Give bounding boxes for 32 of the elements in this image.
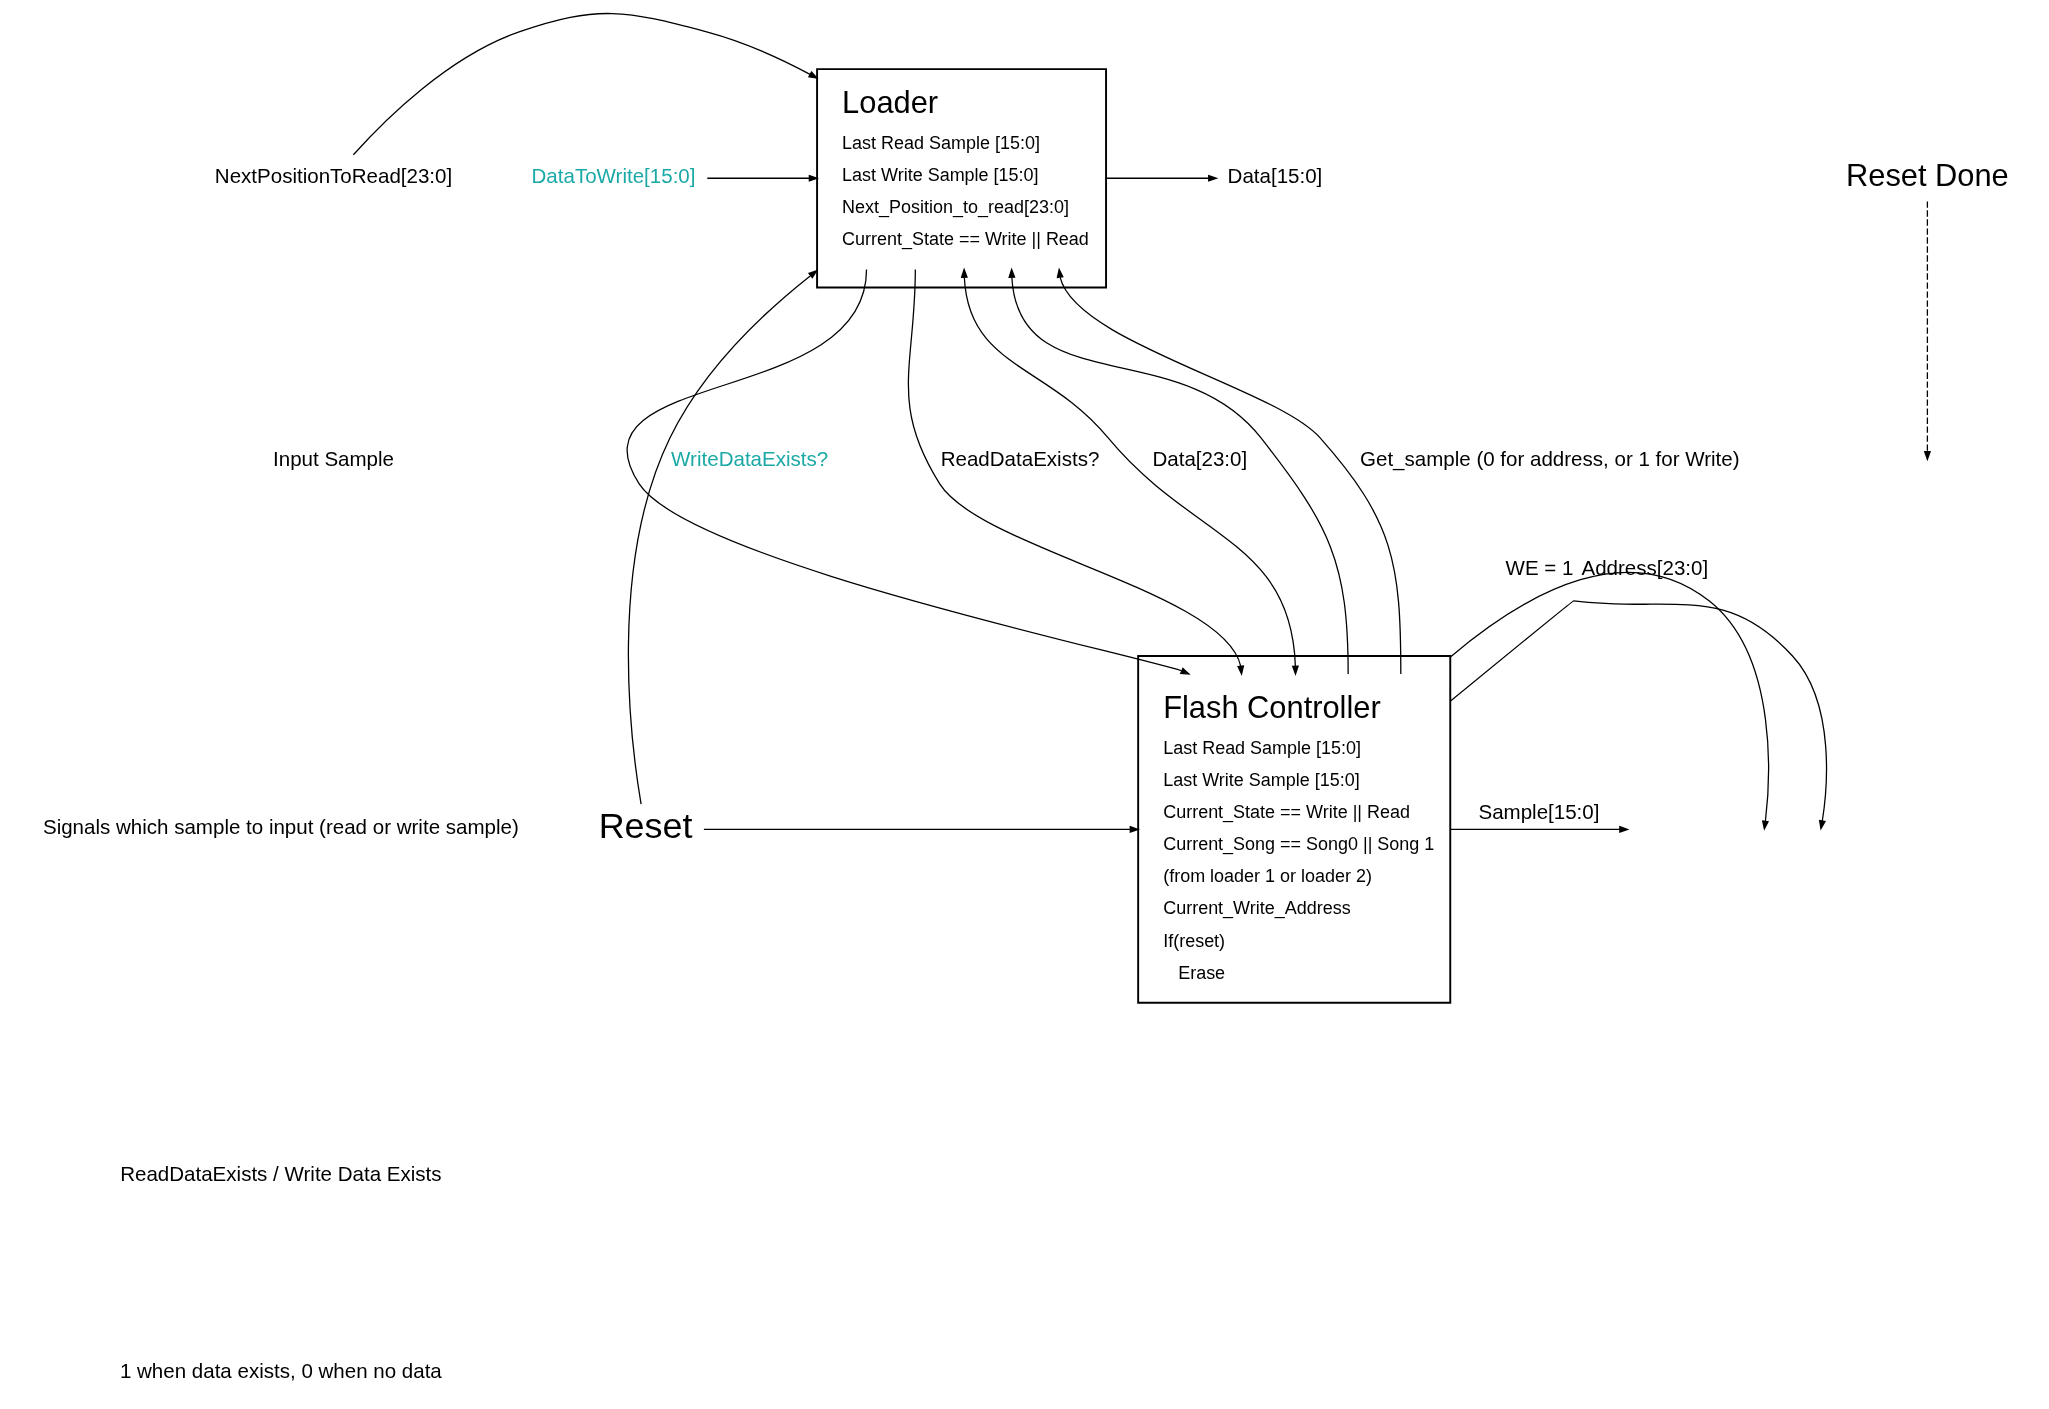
arrow: [1056, 267, 1402, 675]
arrow: [627, 269, 819, 805]
arrow: [1106, 174, 1219, 182]
edge-label: Get_sample (0 for address, or 1 for Write): [1360, 446, 1740, 470]
arrow: [703, 825, 1140, 834]
arrow: [706, 174, 819, 182]
edge-label: Data[23:0]: [1152, 446, 1248, 470]
arrow: [1008, 267, 1349, 675]
edge-label: Sample[15:0]: [1478, 799, 1600, 823]
arrow: [352, 12, 819, 156]
node-box: Loader Last Read Sample [15:0] Last Write Sample [15:0] Next_Position_to_read[23:0] Current_State == Write || Read: [816, 68, 1108, 289]
edge-label: ReadDataExists?: [940, 446, 1100, 470]
label: 1 when data exists, 0 when no data: [119, 1358, 442, 1382]
label: Input Sample: [273, 446, 395, 470]
edge-label: WriteDataExists?: [671, 446, 829, 470]
node-text: DataToWrite[15:0]: [531, 164, 696, 188]
node-text: Data[15:0]: [1227, 164, 1323, 188]
arrow: [627, 268, 1191, 675]
arrow: [1449, 571, 1770, 831]
label: ReadDataExists / Write Data Exists: [120, 1162, 442, 1186]
arrow: [1449, 825, 1630, 834]
node-text: Reset: [598, 805, 693, 847]
arrow: [907, 268, 1245, 676]
edge-label: Address[23:0]: [1581, 555, 1709, 579]
node-text: Reset Done: [1846, 158, 2009, 194]
node-text: NextPositionToRead[23:0]: [214, 164, 453, 188]
arrow: [1923, 200, 1931, 462]
arrow: [1449, 600, 1828, 831]
arrow: [960, 267, 1299, 676]
edge-label: WE = 1: [1505, 555, 1574, 579]
node-box: Flash Controller Last Read Sample [15:0] Last Write Sample [15:0] Current_State == Write || Read Current_Song == Song0 || Song 1 (from loader 1 or loader 2) Current_Write_Address If(reset) Erase: [1137, 655, 1452, 1004]
label: Signals which sample to input (read or write sample): [42, 815, 519, 839]
